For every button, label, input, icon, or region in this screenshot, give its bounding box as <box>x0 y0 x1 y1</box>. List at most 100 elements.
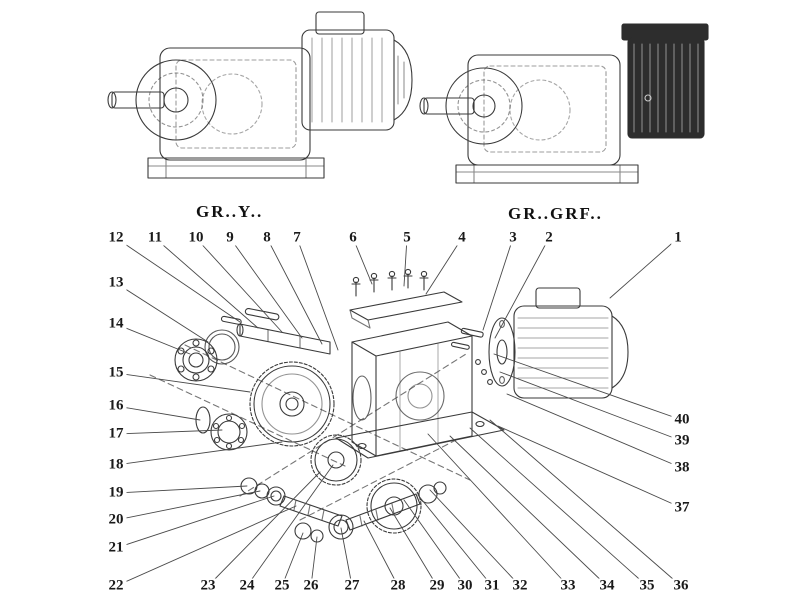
leader-line-27 <box>340 527 353 587</box>
output-shaft <box>423 97 475 115</box>
motor-body <box>513 305 613 399</box>
leader-line-26 <box>310 536 318 587</box>
leader-line-30 <box>403 499 466 587</box>
callout-number-15: 15 <box>105 365 127 381</box>
motor-body <box>301 29 395 131</box>
gearbox-hidden-lines <box>175 59 297 149</box>
callout-number-30: 30 <box>454 578 476 594</box>
leader-line-12 <box>115 237 241 323</box>
gear-hidden-circle <box>509 79 571 141</box>
spacer-sleeve <box>195 406 211 434</box>
callout-number-7: 7 <box>290 230 304 246</box>
callout-number-18: 18 <box>105 457 127 473</box>
model-label-left: GR..Y.. <box>196 202 264 221</box>
callout-number-35: 35 <box>636 578 658 594</box>
motor-bolt <box>644 94 652 102</box>
callout-number-6: 6 <box>346 230 360 246</box>
leader-line-38 <box>506 393 683 469</box>
callout-number-20: 20 <box>105 512 127 528</box>
callout-number-8: 8 <box>260 230 274 246</box>
front-bolt-circle <box>148 72 204 128</box>
callout-number-19: 19 <box>105 485 127 501</box>
model-label-right: GR..GRF.. <box>508 204 603 223</box>
callout-number-24: 24 <box>236 578 258 594</box>
callout-number-33: 33 <box>557 578 579 594</box>
keys-and-fasteners-art <box>450 327 493 385</box>
callout-number-31: 31 <box>481 578 503 594</box>
callout-number-13: 13 <box>105 275 127 291</box>
callout-number-9: 9 <box>223 230 237 246</box>
leader-line-4 <box>425 237 463 295</box>
callout-number-28: 28 <box>387 578 409 594</box>
motor-shaft-bore <box>496 339 508 365</box>
leader-line-40 <box>493 353 683 421</box>
gearbox-hidden-lines <box>483 65 607 153</box>
gear-medium-art <box>310 434 362 486</box>
callout-number-5: 5 <box>400 230 414 246</box>
shaft-boss <box>472 94 496 118</box>
callout-number-12: 12 <box>105 230 127 246</box>
leader-line-16 <box>115 405 201 421</box>
leader-line-6 <box>352 237 373 285</box>
exploded-view-art <box>149 268 629 543</box>
leader-lines <box>115 237 683 587</box>
motor-fins <box>311 37 383 123</box>
leader-line-28 <box>363 520 399 587</box>
callout-number-3: 3 <box>506 230 520 246</box>
leader-line-20 <box>115 490 261 521</box>
leader-line-34 <box>449 435 608 587</box>
callout-number-27: 27 <box>341 578 363 594</box>
callout-number-21: 21 <box>105 540 127 556</box>
fan-cover <box>393 39 413 121</box>
callout-number-36: 36 <box>670 578 692 594</box>
leader-line-18 <box>115 441 283 466</box>
leader-line-9 <box>229 237 303 339</box>
shaft-end <box>419 97 429 115</box>
gearbox-body <box>159 47 311 161</box>
pinion-shaft-art <box>279 495 343 527</box>
leader-line-15 <box>115 372 251 393</box>
callout-number-40: 40 <box>671 412 693 428</box>
compact-motor-fins <box>633 43 699 133</box>
callout-number-34: 34 <box>596 578 618 594</box>
callout-number-25: 25 <box>271 578 293 594</box>
fan-cover-grill <box>397 55 405 105</box>
mounting-feet <box>455 164 639 184</box>
output-shaft <box>111 91 165 109</box>
cover-bolts-art <box>351 268 429 297</box>
mounting-feet <box>147 157 325 179</box>
callout-number-4: 4 <box>455 230 469 246</box>
leader-line-8 <box>266 237 323 345</box>
callout-number-16: 16 <box>105 398 127 414</box>
callout-number-37: 37 <box>671 500 693 516</box>
callout-number-11: 11 <box>144 230 166 246</box>
callout-number-10: 10 <box>185 230 207 246</box>
leader-line-22 <box>115 505 297 587</box>
shaft-end <box>107 91 117 109</box>
leader-line-19 <box>115 485 248 494</box>
leader-line-32 <box>429 489 521 587</box>
leader-line-36 <box>489 419 682 587</box>
leader-line-21 <box>115 495 275 549</box>
callout-number-29: 29 <box>426 578 448 594</box>
callout-number-2: 2 <box>542 230 556 246</box>
gear-large-art <box>249 361 335 447</box>
leader-line-11 <box>154 237 259 329</box>
leader-line-10 <box>195 237 283 333</box>
terminal-box <box>315 11 365 35</box>
leader-line-24 <box>246 464 334 587</box>
feet-detail <box>147 157 325 179</box>
exploded-motor-art <box>488 287 629 399</box>
bearing-and-seal-art <box>174 329 248 451</box>
motor-flange <box>488 317 516 387</box>
callout-number-26: 26 <box>300 578 322 594</box>
fan-cover <box>611 315 629 389</box>
leader-line-35 <box>469 427 648 587</box>
leader-line-14 <box>115 323 191 355</box>
gear-hidden-circle <box>201 73 263 135</box>
callout-number-39: 39 <box>671 433 693 449</box>
feet-detail <box>455 164 639 184</box>
